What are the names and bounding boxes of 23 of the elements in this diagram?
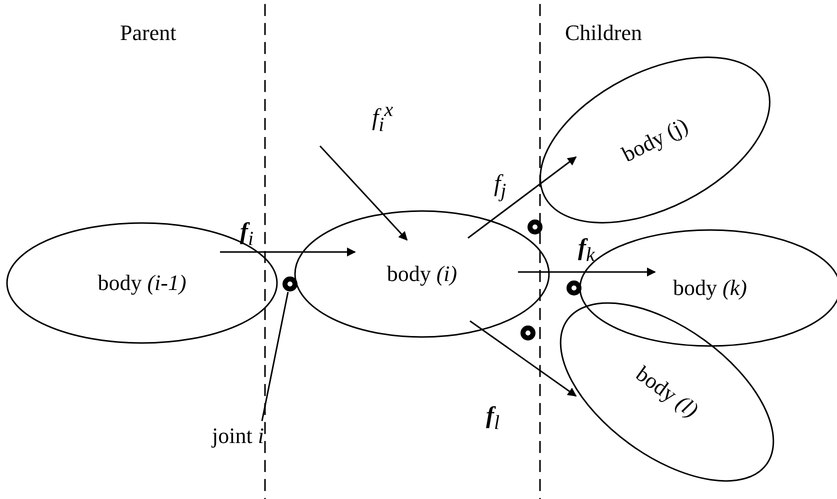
- body-label: body (j): [616, 111, 693, 169]
- force-label: f$_{j}$: [494, 172, 506, 201]
- joint-circle: [520, 325, 536, 341]
- joint-circle: [282, 276, 298, 292]
- force-arrow: [518, 268, 656, 276]
- force-label: f$_{l}$: [486, 404, 500, 433]
- region-heading: Children: [565, 20, 642, 46]
- body-ellipse: [6, 222, 278, 344]
- force-arrow: [220, 248, 356, 256]
- force-label: f$_{k}$: [578, 236, 595, 265]
- joint-circle: [527, 219, 543, 235]
- force-label: f$_{i}$: [240, 220, 254, 249]
- leader-line: [261, 292, 289, 422]
- force-arrow: [319, 146, 408, 241]
- body-ellipse: [294, 210, 550, 338]
- body-label: body (k): [672, 275, 748, 301]
- force-arrow: [468, 156, 577, 239]
- force-arrow: [470, 320, 577, 397]
- joint-label: joint i: [210, 423, 265, 449]
- joint-circle: [566, 280, 582, 296]
- body-label: body (i): [386, 261, 458, 287]
- region-heading: Parent: [120, 20, 176, 46]
- body-label: body (i-1): [96, 270, 188, 296]
